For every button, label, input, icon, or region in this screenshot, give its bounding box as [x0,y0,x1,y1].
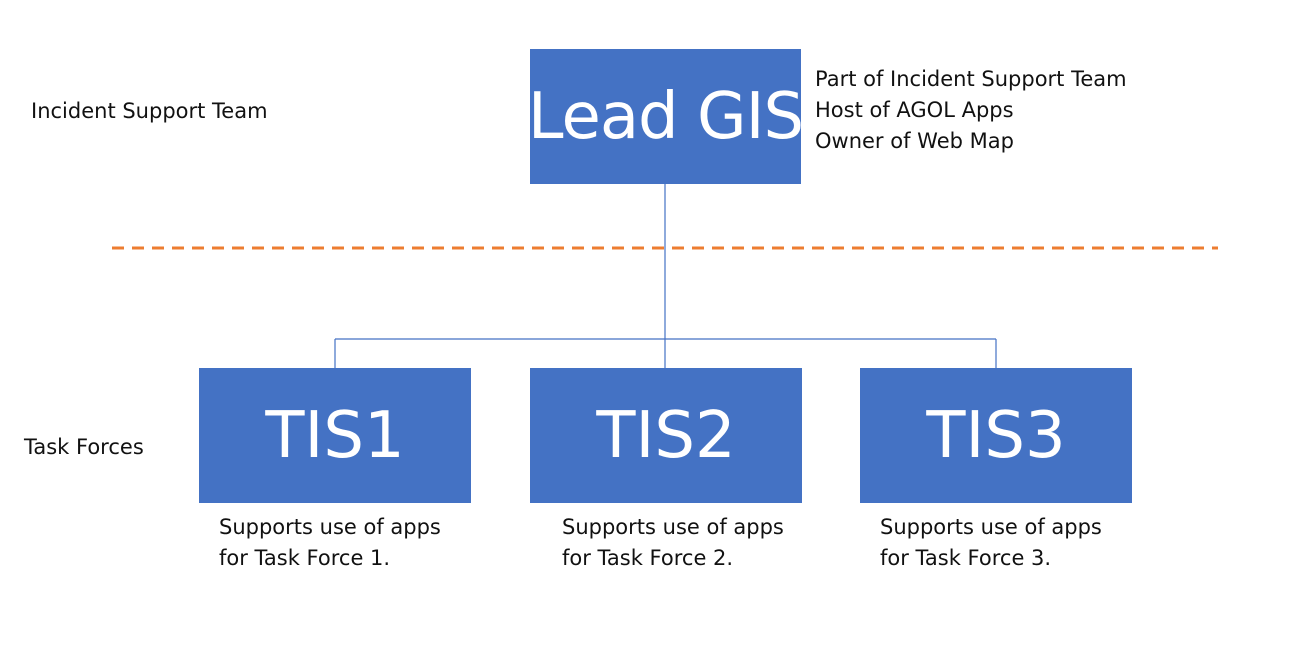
section-label-incident-support-team: Incident Support Team [31,99,268,123]
tis3-note-line1: Supports use of apps [880,515,1102,539]
tis1-note-line2: for Task Force 1. [219,546,391,570]
lead-gis-title: Lead GIS [527,79,804,154]
tis2-note: Supports use of apps for Task Force 2. [562,512,784,574]
tis1-note-line1: Supports use of apps [219,515,441,539]
tis3-note-line2: for Task Force 3. [880,546,1052,570]
lead-gis-box: Lead GIS [527,49,804,184]
section-label-task-forces: Task Forces [24,435,144,459]
lead-notes: Part of Incident Support Team Host of AG… [815,64,1127,157]
tis2-note-line1: Supports use of apps [562,515,784,539]
tis2-title: TIS2 [596,398,736,473]
lead-note-1: Part of Incident Support Team [815,67,1127,91]
tis1-note: Supports use of apps for Task Force 1. [219,512,441,574]
lead-note-3: Owner of Web Map [815,129,1014,153]
tis3-title: TIS3 [926,398,1066,473]
tis1-box: TIS1 [199,368,471,503]
tis1-title: TIS1 [265,398,405,473]
tis2-note-line2: for Task Force 2. [562,546,734,570]
tis3-box: TIS3 [860,368,1132,503]
tis3-note: Supports use of apps for Task Force 3. [880,512,1102,574]
lead-note-2: Host of AGOL Apps [815,98,1014,122]
tis2-box: TIS2 [530,368,802,503]
